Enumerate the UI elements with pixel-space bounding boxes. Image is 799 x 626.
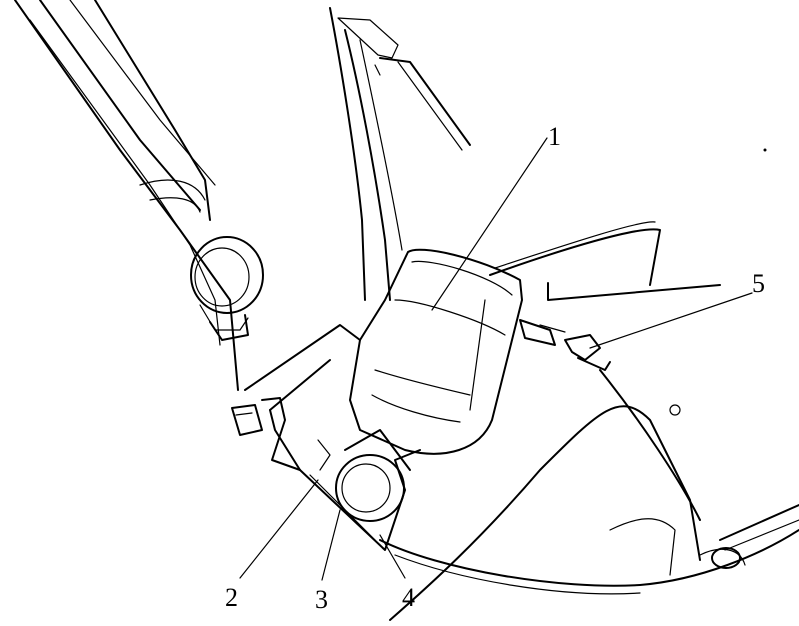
component-5-pin [519, 319, 611, 371]
callout-3: 3 [315, 585, 328, 614]
callout-5: 5 [752, 269, 765, 298]
callout-1: 1 [548, 122, 561, 151]
boss-4 [335, 454, 405, 522]
hole-mark [669, 404, 681, 416]
callout-4: 4 [402, 583, 415, 612]
leader-1 [431, 137, 548, 311]
callout-2: 2 [225, 583, 238, 612]
leader-4 [379, 534, 406, 579]
upper-left-arm [14, 0, 239, 391]
component-1-housing [349, 248, 523, 455]
upper-strap [329, 7, 471, 301]
tube-ring [190, 236, 264, 341]
clip-part [231, 397, 301, 471]
lower-bracket [244, 324, 421, 551]
right-panel [379, 148, 799, 621]
callout-labels: 1 2 3 4 5 [225, 122, 765, 614]
leader-2 [239, 479, 319, 579]
leader-5 [589, 292, 753, 349]
leader-3 [321, 509, 341, 581]
leader-lines [239, 137, 753, 581]
